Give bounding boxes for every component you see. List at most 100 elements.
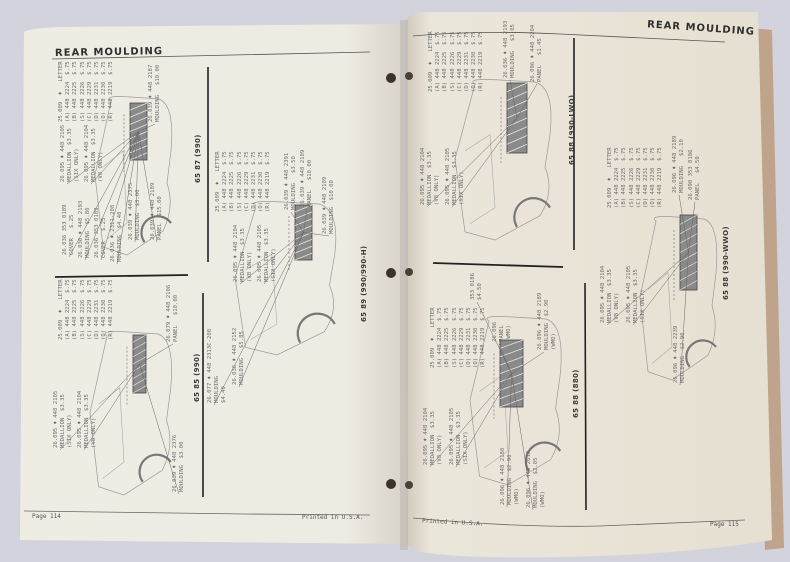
- parts-table: 25.009 ♦ LETTER(A) 448 2224 $.75(B) 448 …: [607, 147, 665, 208]
- panel-hatch: [679, 224, 698, 235]
- parts-table-row: (O) 448 2230 $.75: [473, 307, 480, 368]
- window-outline: [102, 150, 128, 240]
- part-callout-line: PANEL $10.00: [173, 294, 180, 342]
- car-diagram: [429, 301, 562, 511]
- parts-table-row: (D) 448 2231 $.75: [643, 147, 650, 208]
- car-diagram: [606, 194, 718, 386]
- leader-line: [134, 131, 139, 243]
- leader-line: [213, 232, 304, 406]
- car-outline: [89, 331, 172, 496]
- part-callout-line: (SIX ONLY): [463, 431, 470, 465]
- parts-table: 25.009 ♦ LETTER(A) 448 2224 $.75(B) 448 …: [58, 61, 116, 122]
- right-page: [405, 12, 772, 558]
- part-callout-line: (V8 ONLY): [91, 417, 98, 448]
- page-header-left: REAR MOULDING: [54, 46, 164, 59]
- parts-table-header: 25.009 ♦ LETTER: [607, 147, 613, 208]
- part-callout-line: MOULDING $10.00: [329, 180, 336, 234]
- parts-table-row: (S) 448 2226 $.75: [449, 31, 456, 92]
- part-callout-line: MOULDING $10.00: [155, 64, 162, 122]
- wheel-arch: [138, 453, 172, 483]
- panel-hatch: [506, 126, 528, 136]
- part-callout-line: 26.036 353 0189: [62, 204, 68, 255]
- part-callout-line: MOULDING $3.00: [135, 189, 142, 240]
- parts-table-row: (A) 448 2224 $.75: [437, 307, 444, 368]
- window-outline: [479, 373, 509, 469]
- window-outline: [464, 134, 496, 225]
- leader-line: [59, 363, 140, 451]
- panel-hatch: [499, 398, 524, 408]
- part-callout-line: MEDALLION $3.35: [607, 269, 614, 323]
- part-callout-line: 26.090 353 0186: [688, 149, 694, 200]
- window-outline: [98, 387, 125, 479]
- parts-table-row: (R) 448 2219 $.75: [480, 307, 487, 368]
- part-callout-line: MOULDING $2.90: [507, 454, 514, 505]
- part-callout-line: 353 0186: [470, 273, 476, 300]
- parts-table-row: (S) 448 2226 $.75: [79, 61, 86, 122]
- part-callout-line: 26.095 ♦ 448 2104: [84, 124, 90, 182]
- parts-table-row: (A) 448 2224 $.75: [614, 147, 621, 208]
- part-callout-line: MOULDING $2.10: [679, 139, 686, 193]
- part-callout-line: PANEL $15.00: [157, 196, 164, 240]
- car-outline: [234, 201, 337, 356]
- printed-note-left: Printed in U.S.A.: [302, 514, 364, 521]
- parts-table-row: (R) 448 2219 $.75: [478, 31, 485, 92]
- part-callout-line: $4.40: [221, 386, 228, 403]
- binder-hole: [405, 268, 413, 276]
- panel-hatch: [294, 225, 313, 233]
- parts-table-row: (D) 448 2231 $.75: [251, 151, 258, 212]
- leader-line: [498, 343, 512, 374]
- part-callout-line: 26.096 ♦ 448 2618: [526, 450, 532, 508]
- part-callout-line: 26.095 ♦ 448 2105: [257, 224, 263, 282]
- wheel-arch: [685, 339, 717, 368]
- parts-table: 25.009 ♦ LETTER(A) 448 2224 $.75(B) 448 …: [430, 307, 488, 368]
- panel-hatch: [129, 124, 148, 132]
- part-callout-line: MEDALLION $3.35: [452, 151, 459, 205]
- printed-note-right: Printed in U.S.A.: [421, 517, 484, 528]
- leader-line: [303, 208, 308, 233]
- part-callout-line: (WMO): [506, 325, 513, 342]
- leader-line: [290, 211, 304, 233]
- part-callout-line: (V8 ONLY): [247, 251, 254, 282]
- part-callout-line: PANEL: [499, 325, 506, 342]
- leader-line: [303, 232, 330, 237]
- part-callout-line: MOULDING $2.05: [533, 457, 540, 508]
- part-callout-line: 26.095 ♦ 448 2104: [233, 224, 239, 282]
- leader-line: [139, 343, 174, 365]
- car-diagram: [426, 79, 552, 241]
- panel-hatch: [499, 389, 524, 399]
- page-number-left: Page 114: [32, 513, 61, 520]
- part-callout-line: 26.096: [492, 321, 498, 342]
- part-callout-line: (WMO): [551, 333, 558, 350]
- model-section-label: 65 89 (990/990-H): [360, 245, 368, 322]
- panel-hatch: [129, 116, 148, 125]
- part-callout-line: (SIX ONLY): [74, 148, 81, 182]
- parts-table-row: (S) 448 2226 $.75: [451, 307, 458, 368]
- part-callout-line: 26.095 ♦ 448 2105: [445, 147, 451, 205]
- parts-table-row: (R) 448 2219 $.75: [657, 147, 664, 208]
- model-section-label: 65 88 (990-WWO): [722, 226, 730, 300]
- part-callout-line: MOULDING $2.90: [680, 332, 687, 383]
- leader-line: [84, 131, 139, 261]
- parts-table-row: (B) 448 2225 $.75: [72, 279, 79, 340]
- panel-hatch: [129, 109, 148, 118]
- leader-line: [426, 117, 518, 208]
- panel-hatch: [294, 252, 313, 261]
- panel-hatch: [506, 135, 528, 145]
- footer-rule: [23, 510, 371, 516]
- parts-table-row: (S) 448 2226 $.75: [79, 279, 86, 340]
- panel-hatch: [506, 108, 528, 119]
- part-callout-line: 26.095 ♦ 448 2104: [600, 265, 606, 323]
- parts-table: 25.009 ♦ LETTER(A) 448 2224 $.75(B) 448 …: [215, 151, 273, 212]
- spine-shadow: [400, 20, 408, 550]
- window-outline: [647, 272, 673, 364]
